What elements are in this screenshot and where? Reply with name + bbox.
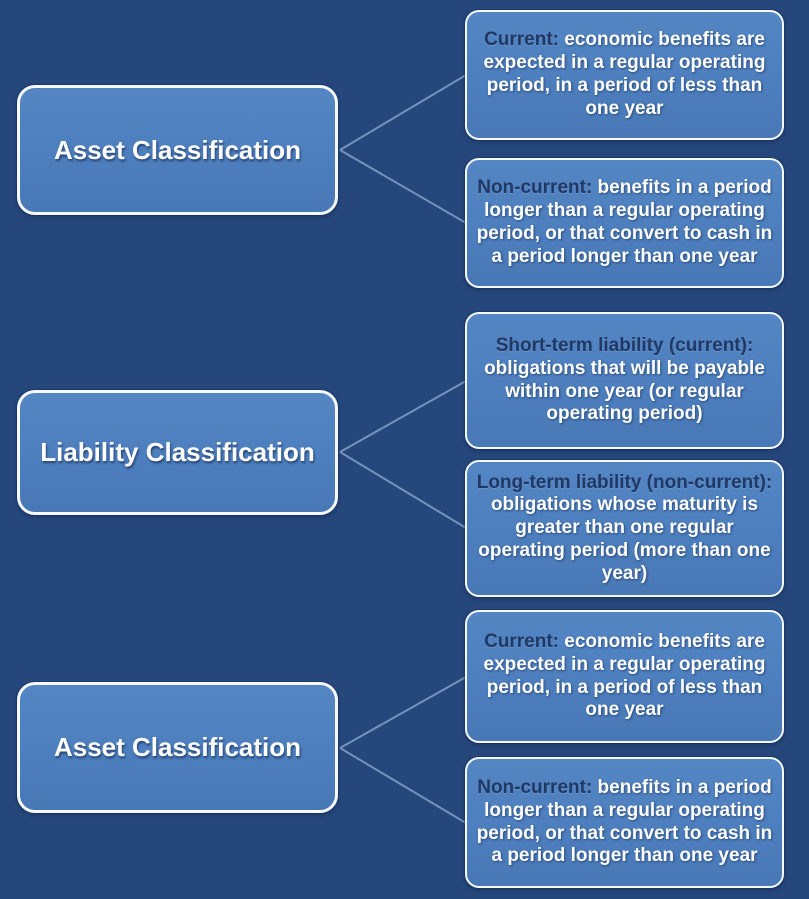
node-text: Current: economic benefits are expected … <box>475 631 774 722</box>
node-lead-text: Non-current: <box>477 177 593 199</box>
node-text: Long-term liability (non-current): oblig… <box>475 472 774 586</box>
node-asset1-noncurrent: Non-current: benefits in a period longer… <box>465 158 784 288</box>
node-body-text: obligations that will be payable within … <box>484 357 765 425</box>
node-text: Non-current: benefits in a period longer… <box>475 777 774 868</box>
node-body-text: economic benefits are expected in a regu… <box>483 630 766 721</box>
connector-liability-longterm <box>339 451 467 529</box>
node-lead-text: Current: <box>484 630 560 652</box>
node-lead-text: Long-term liability (non-current): <box>476 471 773 493</box>
node-liability-classification: Liability Classification <box>17 390 338 515</box>
connector-asset1-noncurrent <box>339 149 467 224</box>
connector-liability-shortterm <box>339 380 467 453</box>
node-label: Liability Classification <box>40 437 315 468</box>
node-asset-classification-1: Asset Classification <box>17 85 338 215</box>
node-label: Asset Classification <box>53 134 302 165</box>
node-liability-longterm: Long-term liability (non-current): oblig… <box>465 460 784 597</box>
node-text: Short-term liability (current): obligati… <box>475 335 774 426</box>
node-text: Current: economic benefits are expected … <box>475 29 774 120</box>
node-body-text: benefits in a period longer than a regul… <box>476 177 773 267</box>
connector-asset1-current <box>339 74 467 151</box>
node-asset2-noncurrent: Non-current: benefits in a period longer… <box>465 757 784 888</box>
connector-asset2-noncurrent <box>339 747 467 824</box>
node-body-text: obligations whose maturity is greater th… <box>478 494 771 584</box>
node-asset1-current: Current: economic benefits are expected … <box>465 10 784 140</box>
node-lead-text: Non-current: <box>477 776 593 798</box>
node-body-text: economic benefits are expected in a regu… <box>483 29 766 119</box>
node-lead-text: Short-term liability (current): <box>495 334 754 356</box>
node-label: Asset Classification <box>53 732 302 763</box>
node-body-text: benefits in a period longer than a regul… <box>476 776 773 867</box>
node-asset2-current: Current: economic benefits are expected … <box>465 610 784 743</box>
connector-asset2-current <box>339 676 467 749</box>
node-lead-text: Current: <box>484 29 560 51</box>
node-asset-classification-2: Asset Classification <box>17 682 338 813</box>
node-liability-shortterm: Short-term liability (current): obligati… <box>465 312 784 449</box>
node-text: Non-current: benefits in a period longer… <box>475 177 774 268</box>
